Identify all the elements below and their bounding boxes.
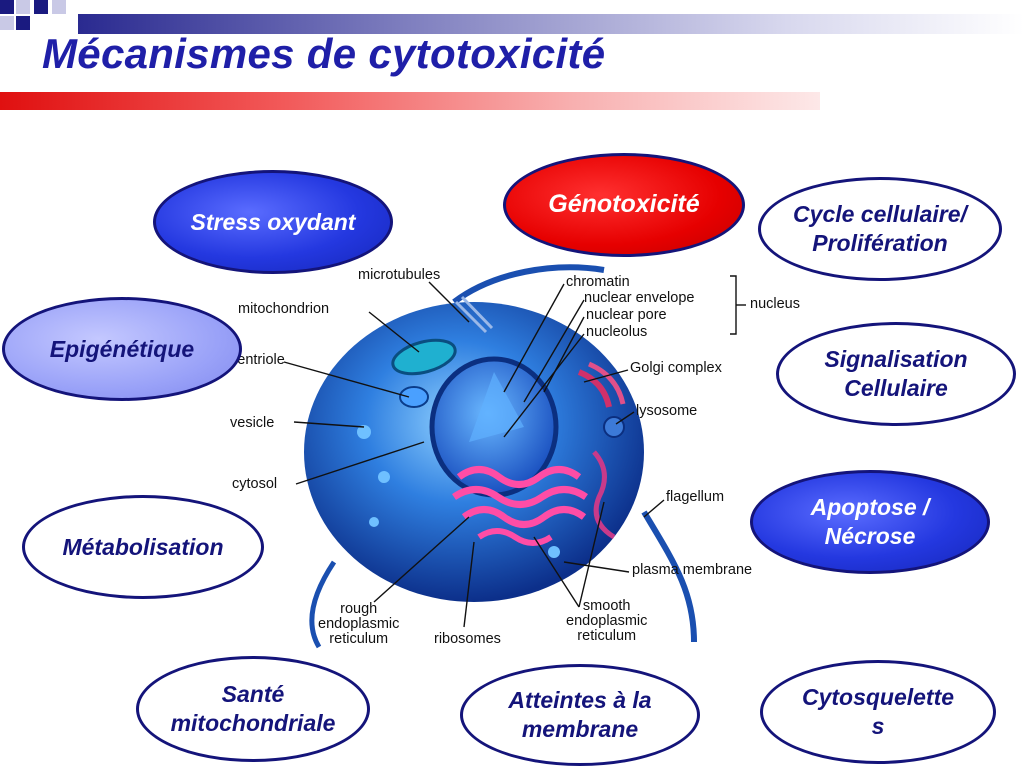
oval-cycle-line1: Cycle cellulaire/ bbox=[793, 201, 967, 228]
label-rough-er-line1: rough bbox=[340, 601, 378, 617]
oval-atteintes-line2: membrane bbox=[521, 716, 639, 742]
label-cytosol: cytosol bbox=[232, 476, 278, 492]
rough-er-shape bbox=[461, 506, 587, 528]
mitochondrion-shape bbox=[391, 338, 457, 376]
header-gradient-band bbox=[78, 14, 1024, 34]
label-smooth-er-line3: reticulum bbox=[577, 628, 637, 645]
label-microtubules: microtubules bbox=[358, 267, 441, 283]
header-square bbox=[16, 16, 30, 30]
oval-apoptose-necrose: Apoptose / Nécrose bbox=[750, 470, 990, 574]
flagellum-shape bbox=[452, 264, 605, 305]
microtubule-shape bbox=[460, 295, 494, 330]
label-smooth-er: smooth endoplasmic reticulum bbox=[566, 598, 648, 645]
golgi-shape bbox=[587, 361, 626, 405]
centriole-shape bbox=[399, 386, 429, 408]
oval-cycle-line2: Prolifération bbox=[812, 230, 948, 256]
oval-sante-line2: mitochondriale bbox=[170, 710, 336, 736]
label-rough-er: rough endoplasmic reticulum bbox=[318, 601, 400, 648]
cell-illustration bbox=[283, 264, 746, 649]
title-underline-band bbox=[0, 92, 820, 110]
oval-cytosquelettes-line2: s bbox=[871, 713, 885, 739]
oval-cycle-cellulaire: Cycle cellulaire/ Prolifération bbox=[758, 177, 1002, 281]
label-nucleus: nucleus bbox=[750, 296, 800, 312]
header-square bbox=[16, 0, 30, 14]
cell-diagram: microtubules mitochondrion centriole ves… bbox=[224, 262, 824, 652]
label-nuclear-envelope: nuclear envelope bbox=[584, 290, 695, 306]
oval-signalisation-line1: Signalisation bbox=[824, 346, 968, 373]
oval-cytosquelettes: Cytosquelette s bbox=[760, 660, 996, 764]
oval-epigenetique-label: Epigénétique bbox=[49, 335, 195, 362]
vesicle-shape bbox=[357, 425, 371, 439]
flagellum-shape bbox=[641, 510, 697, 643]
label-golgi-complex: Golgi complex bbox=[630, 360, 722, 376]
header-square bbox=[34, 0, 48, 14]
microtubule-shape bbox=[454, 300, 488, 334]
label-chromatin: chromatin bbox=[566, 274, 630, 290]
label-vesicle: vesicle bbox=[230, 415, 275, 431]
nucleolus-shape bbox=[469, 372, 524, 442]
oval-metabolisation-label: Métabolisation bbox=[62, 533, 224, 560]
rough-er-shape bbox=[456, 466, 582, 488]
oval-atteintes-line1: Atteintes à la bbox=[508, 687, 652, 714]
label-leaders bbox=[283, 275, 746, 628]
label-ribosomes: ribosomes bbox=[434, 631, 501, 647]
label-flagellum: flagellum bbox=[666, 489, 725, 505]
label-nucleolus: nucleolus bbox=[586, 324, 648, 340]
smooth-er-shape bbox=[592, 450, 616, 540]
oval-genotoxicite: Génotoxicité bbox=[503, 153, 745, 257]
header-square bbox=[0, 0, 14, 14]
label-lysosome: lysosome bbox=[636, 403, 698, 419]
label-centriole: centriole bbox=[230, 352, 285, 368]
header-square bbox=[52, 0, 66, 14]
oval-epigenetique: Epigénétique bbox=[2, 297, 242, 401]
page-title: Mécanismes de cytotoxicité bbox=[42, 30, 606, 77]
oval-metabolisation: Métabolisation bbox=[22, 495, 264, 599]
rough-er-shape bbox=[477, 528, 553, 546]
oval-stress-oxydant-label: Stress oxydant bbox=[190, 208, 356, 235]
label-rough-er-line3: reticulum bbox=[329, 631, 389, 648]
vesicle-shape bbox=[548, 546, 560, 558]
label-smooth-er-line1: smooth bbox=[582, 598, 631, 614]
vesicle-shape bbox=[369, 517, 379, 527]
oval-sante-mitochondriale: Santé mitochondriale bbox=[136, 656, 370, 762]
oval-apoptose-line2: Nécrose bbox=[824, 523, 916, 549]
oval-atteintes-membrane: Atteintes à la membrane bbox=[460, 664, 700, 766]
rough-er-shape bbox=[452, 486, 588, 508]
label-plasma-membrane: plasma membrane bbox=[632, 562, 753, 578]
oval-genotoxicite-label: Génotoxicité bbox=[548, 190, 700, 219]
flagellum-shape bbox=[309, 560, 337, 649]
vesicle-shape bbox=[378, 471, 390, 483]
oval-apoptose-line1: Apoptose / bbox=[810, 494, 930, 521]
label-rough-er-line2: endoplasmic bbox=[318, 616, 400, 633]
oval-sante-line1: Santé bbox=[221, 681, 285, 708]
oval-stress-oxydant: Stress oxydant bbox=[153, 170, 393, 274]
label-mitochondrion: mitochondrion bbox=[238, 301, 330, 317]
label-smooth-er-line2: endoplasmic bbox=[566, 613, 648, 630]
oval-signalisation-line2: Cellulaire bbox=[844, 375, 948, 401]
label-nuclear-pore: nuclear pore bbox=[586, 307, 667, 323]
header-square bbox=[0, 16, 14, 30]
oval-signalisation-cellulaire: Signalisation Cellulaire bbox=[776, 322, 1016, 426]
oval-cytosquelettes-line1: Cytosquelette bbox=[801, 684, 955, 711]
golgi-shape bbox=[577, 369, 612, 408]
